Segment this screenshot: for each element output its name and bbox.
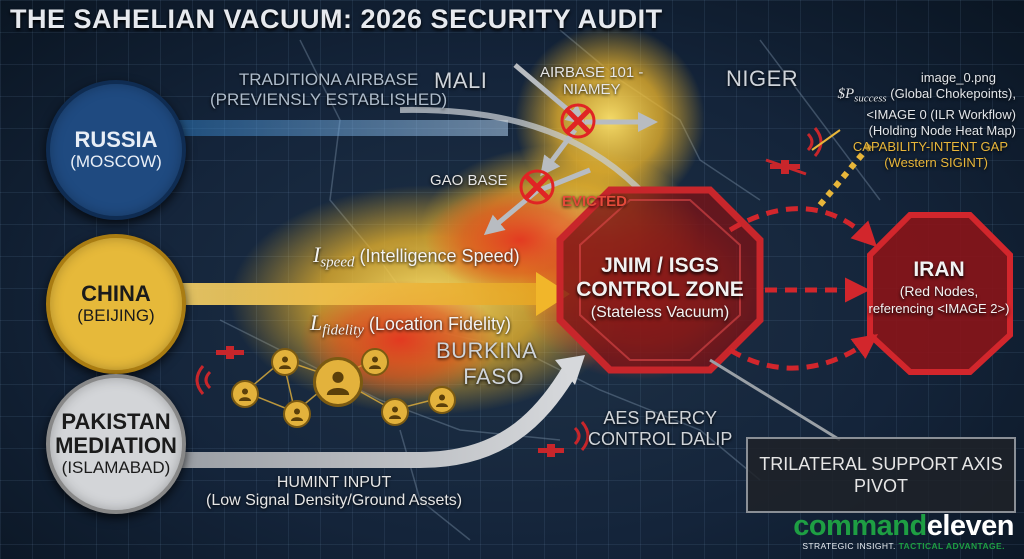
- humint-arrow: [178, 365, 577, 468]
- russia-beam: [178, 120, 508, 136]
- person-icon: [231, 380, 259, 408]
- p-symbol: $P: [837, 86, 855, 102]
- region-burkina: BURKINA FASO: [436, 338, 537, 390]
- iran-label: IRAN (Red Nodes, referencing <IMAGE 2>): [856, 258, 1022, 318]
- person-icon: [381, 398, 409, 426]
- l-fid-text: (Location Fidelity): [368, 314, 511, 334]
- russia-node: RUSSIA (MOSCOW): [46, 80, 186, 220]
- drone-icon: [538, 444, 564, 457]
- pivot-connector: [709, 358, 841, 442]
- pakistan-name-1: PAKISTAN: [61, 409, 171, 434]
- i-speed-symbol: I: [313, 242, 321, 267]
- annotation-ilr: <IMAGE 0 (ILR Workflow): [866, 106, 1016, 122]
- gao-base-label: GAO BASE: [430, 172, 508, 189]
- logo-tag1: STRATEGIC INSIGHT.: [802, 541, 896, 551]
- humint-line1: HUMINT INPUT: [276, 474, 392, 491]
- annotation-heat: (Holding Node Heat Map): [868, 122, 1016, 138]
- location-fidelity-label: Lfidelity (Location Fidelity): [310, 310, 511, 340]
- humint-label: HUMINT INPUT (Low Signal Density/Ground …: [206, 474, 462, 510]
- signal-waves-icon: [195, 127, 823, 451]
- region-mali: MALI: [434, 68, 488, 93]
- logo-tagline: STRATEGIC INSIGHT. TACTICAL ADVANTAGE.: [793, 541, 1014, 551]
- iran-sub-1: (Red Nodes,: [899, 283, 979, 299]
- trilateral-pivot-box: TRILATERAL SUPPORT AXIS PIVOT: [746, 437, 1016, 513]
- iran-links: [728, 206, 879, 371]
- person-icon: [361, 348, 389, 376]
- pakistan-name-2: MEDIATION: [55, 433, 177, 458]
- humint-line2: (Low Signal Density/Ground Assets): [206, 492, 463, 509]
- china-beam-arrowhead: [536, 272, 570, 316]
- brand-logo: commandeleven STRATEGIC INSIGHT. TACTICA…: [793, 511, 1014, 551]
- annotation-gap-1: CAPABILITY-INTENT GAP: [852, 138, 1008, 154]
- person-icon: [271, 348, 299, 376]
- airbase-101-label: AIRBASE 101 - NIAMEY: [540, 64, 643, 98]
- traditional-airbase-2: (PREVIENSLY ESTABLISHED): [210, 90, 448, 109]
- page-title: THE SAHELIAN VACUUM: 2026 SECURITY AUDIT: [10, 4, 663, 34]
- china-node: CHINA (BEIJING): [46, 234, 186, 374]
- china-name: CHINA: [81, 281, 151, 306]
- russia-name: RUSSIA: [74, 127, 158, 152]
- china-beam: [178, 283, 538, 305]
- person-icon: [428, 386, 456, 414]
- l-fid-subscript: fidelity: [322, 322, 364, 339]
- evicted-label: EVICTED: [562, 193, 628, 210]
- control-zone-line1: JNIM / ISGS: [601, 254, 719, 277]
- control-zone-line2: CONTROL ZONE: [576, 278, 744, 301]
- pivot-line2: PIVOT: [853, 476, 908, 496]
- annotation-block: image_0.png $Psuccess (Global Chokepoint…: [806, 70, 1016, 171]
- i-speed-text: (Intelligence Speed): [359, 246, 520, 266]
- annotation-gap-2: (Western SIGINT): [884, 154, 988, 170]
- logo-wordmark: commandeleven: [793, 511, 1014, 541]
- drone-icon: [216, 346, 244, 359]
- aes-label: AES PAERCY CONTROL DALIP: [588, 408, 732, 450]
- p-subscript: success: [854, 92, 887, 105]
- x-mark-icon: [519, 169, 555, 205]
- annotation-image0: image_0.png: [920, 70, 996, 85]
- traditional-airbase-label: TRADITIONA AIRBASE (PREVIENSLY ESTABLISH…: [210, 70, 447, 110]
- drone-icon: [765, 158, 807, 176]
- person-icon: [313, 357, 363, 407]
- logo-part1: command: [793, 510, 927, 542]
- i-speed-subscript: speed: [320, 254, 355, 271]
- region-niger: NIGER: [726, 66, 799, 91]
- x-mark-icon: [560, 103, 596, 139]
- intelligence-speed-label: Ispeed (Intelligence Speed): [313, 242, 520, 272]
- p-text: (Global Chokepoints),: [890, 86, 1016, 101]
- control-zone-sub: (Stateless Vacuum): [590, 304, 730, 321]
- pakistan-sub: (ISLAMABAD): [61, 458, 171, 477]
- aes-line1: AES PAERCY: [603, 408, 718, 428]
- iran-shape: [867, 212, 1013, 375]
- region-burkina-2: FASO: [463, 364, 524, 389]
- annotation-psuccess: $Psuccess (Global Chokepoints),: [806, 86, 1016, 107]
- russia-sub: (MOSCOW): [70, 152, 162, 171]
- aes-line2: CONTROL DALIP: [588, 429, 733, 449]
- airbase-101-2: NIAMEY: [562, 81, 621, 98]
- control-zone-shape: [556, 186, 764, 374]
- logo-part2: eleven: [926, 510, 1015, 542]
- person-icon: [283, 400, 311, 428]
- control-zone-label: JNIM / ISGS CONTROL ZONE (Stateless Vacu…: [565, 254, 755, 324]
- region-burkina-1: BURKINA: [436, 338, 538, 363]
- china-sub: (BEIJING): [77, 306, 155, 325]
- airbase-101-1: AIRBASE 101 -: [540, 64, 644, 81]
- pakistan-node: PAKISTAN MEDIATION (ISLAMABAD): [46, 374, 186, 514]
- pivot-line1: TRILATERAL SUPPORT AXIS: [759, 454, 1003, 474]
- iran-name: IRAN: [913, 258, 965, 281]
- traditional-airbase-1: TRADITIONA AIRBASE: [238, 70, 419, 89]
- logo-tag2: TACTICAL ADVANTAGE.: [898, 541, 1005, 551]
- iran-sub-2: referencing <IMAGE 2>): [868, 301, 1010, 316]
- sigint-link: [817, 143, 873, 207]
- l-fid-symbol: L: [310, 310, 323, 335]
